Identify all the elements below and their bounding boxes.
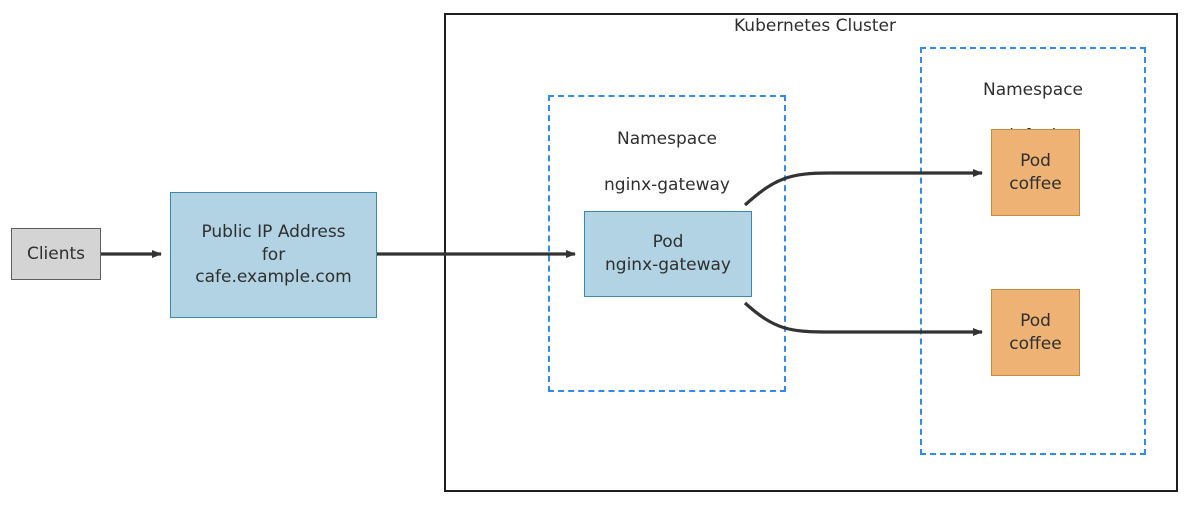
node-clients[interactable]: Clients (11, 228, 101, 280)
node-pod-coffee-1[interactable]: Pod coffee (991, 129, 1080, 216)
namespace-default-boundary (920, 47, 1146, 455)
namespace-nginx-gateway-boundary (548, 95, 786, 392)
node-pod-coffee-2[interactable]: Pod coffee (991, 289, 1080, 376)
kubernetes-cluster-label: Kubernetes Cluster (734, 16, 896, 36)
namespace-default-label-line1: Namespace (982, 79, 1084, 100)
namespace-nginx-gateway-label: Namespace nginx-gateway (548, 105, 786, 220)
node-public-ip[interactable]: Public IP Address for cafe.example.com (170, 192, 377, 318)
node-pod-nginx-gateway[interactable]: Pod nginx-gateway (584, 211, 752, 297)
namespace-nginx-gateway-label-line1: Namespace (616, 128, 718, 149)
namespace-nginx-gateway-label-line2: nginx-gateway (604, 174, 730, 195)
